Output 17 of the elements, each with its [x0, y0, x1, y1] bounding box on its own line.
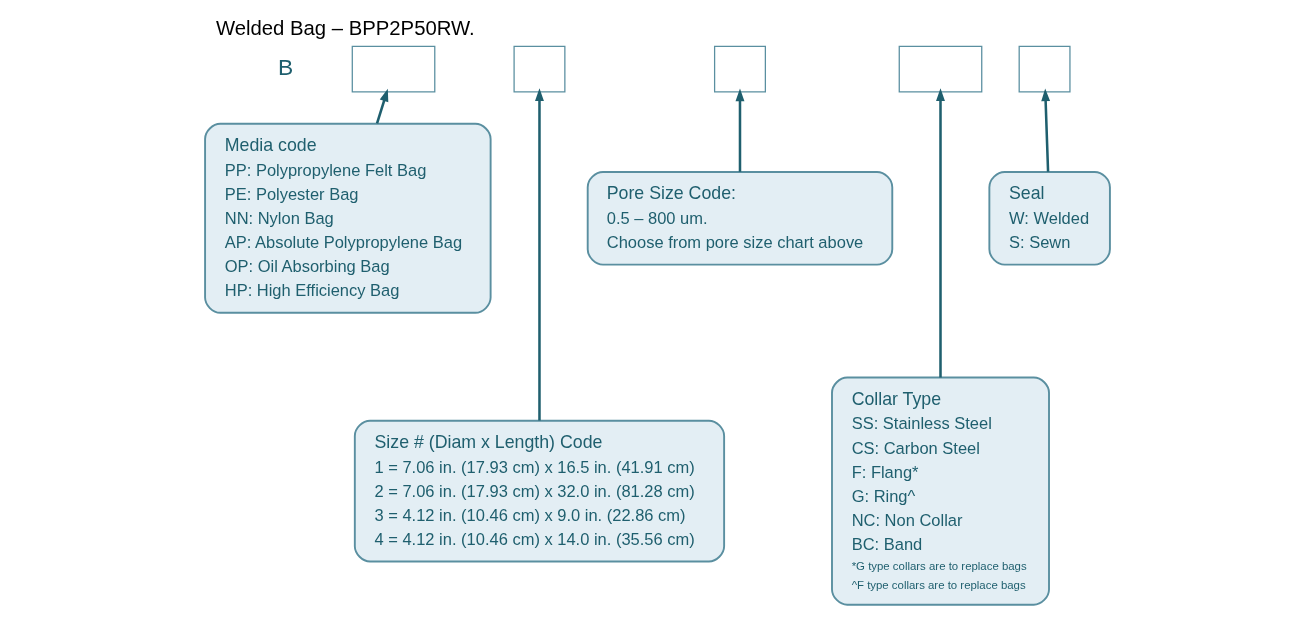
node-box: Collar Type SS: Stainless Steel CS: Carbon Steel F: Flang* G: Ring^ NC: Non Collar BC: Band *G type collars are to replace bags ^F type collars are to replace bags: [831, 376, 1050, 606]
node-box: [898, 45, 983, 93]
node-box: [1018, 45, 1071, 93]
label: B: [278, 53, 294, 80]
node-box: Size # (Diam x Length) Code 1 = 7.06 in. (17.93 cm) x 16.5 in. (41.91 cm) 2 = 7.06 in. (17.93 cm) x 32.0 in. (81.28 cm) 3 = 4.12 in. (10.46 cm) x 9.0 in. (22.86 cm) 4 = 4.12 in. (10.46 cm) x 14.0 in. (35.56 cm): [353, 419, 726, 563]
arrow: [535, 88, 544, 421]
node-box: [351, 45, 436, 93]
node-box: Pore Size Code: 0.5 – 800 um. Choose from pore size chart above: [586, 171, 894, 266]
node-box: [713, 45, 766, 93]
node-box: [513, 45, 566, 93]
arrow: [936, 88, 945, 378]
node-box: Media code PP: Polypropylene Felt Bag PE: Polyester Bag NN: Nylon Bag AP: Absolute Polypropylene Bag OP: Oil Absorbing Bag HP: High Efficiency Bag: [204, 122, 492, 314]
diagram-title: Welded Bag – BPP2P50RW.: [215, 16, 475, 39]
node-box: Seal W: Welded S: Sewn: [988, 171, 1111, 266]
arrow: [375, 88, 389, 124]
arrow: [735, 88, 745, 172]
arrow: [1041, 88, 1051, 172]
